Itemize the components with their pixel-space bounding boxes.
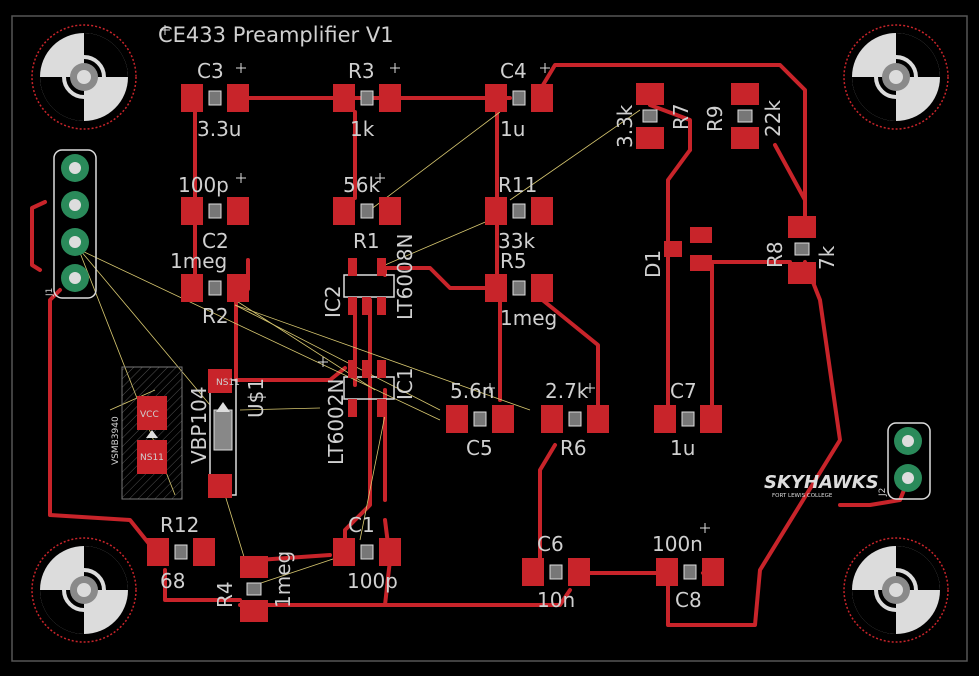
r9-value: 22k [761, 100, 785, 137]
r6-ref: R6 [560, 436, 587, 460]
c1-value: 100p [347, 569, 398, 593]
c4-value: 1u [500, 117, 525, 141]
sensor-name-label: VSMB3940 [111, 416, 121, 465]
j2-ref: J2 [878, 488, 888, 497]
r12-value: 68 [160, 569, 185, 593]
c2-value: 100p [178, 173, 229, 197]
r3-ref: R3 [348, 59, 375, 83]
c1-ref: C1 [348, 513, 375, 537]
d1-ref: D1 [641, 250, 665, 278]
r11-value: 33k [498, 229, 535, 253]
board-title: CE433 Preamplifier V1 [158, 23, 394, 47]
r3-value: 1k [350, 117, 375, 141]
ic2-package [343, 258, 395, 315]
c8-value: 100n [652, 532, 703, 556]
sensor-vcc-pin: VCC [140, 410, 159, 420]
us1-ref: U$1 [244, 378, 268, 418]
sensor-ns-pin: NS11 [140, 453, 164, 463]
r5-value: 1meg [500, 306, 557, 330]
c4-ref: C4 [500, 59, 527, 83]
origin-markers [160, 25, 710, 533]
r7-ref: R7 [669, 103, 693, 130]
j1-header: J1 [45, 149, 97, 299]
ic2-ref: IC2 [321, 285, 345, 318]
r8-value: 7k [815, 245, 839, 270]
c2-ref: C2 [202, 229, 229, 253]
r4-ref: R4 [213, 581, 237, 608]
skyhawks-logo: SKYHAWKS FORT LEWIS COLLEGE [764, 472, 879, 499]
c6-ref: C6 [537, 532, 564, 556]
r11-ref: R11 [498, 173, 537, 197]
c5-value: 5.6n [450, 379, 494, 403]
ic1-package [343, 360, 395, 417]
r2-value: 1meg [170, 249, 227, 273]
c3-value: 3.3u [197, 117, 241, 141]
mounting-hole-bottom-left [31, 537, 137, 643]
smd-pads [147, 83, 816, 622]
ic1-ref: IC1 [393, 367, 417, 400]
r6-value: 2.7k [545, 379, 589, 403]
mounting-hole-top-right [843, 24, 949, 130]
component-bodies [174, 90, 810, 596]
logo-subtext: FORT LEWIS COLLEGE [772, 493, 833, 499]
c6-value: 10n [537, 588, 575, 612]
vsmb3940-sensor: VCC NS11 VSMB3940 [111, 366, 183, 500]
r7-value: 3.3k [613, 104, 637, 148]
component-labels: C3 3.3u R3 1k C4 1u 100p C2 56k R1 R11 3… [160, 59, 703, 612]
r5-ref: R5 [500, 249, 527, 273]
r1-ref: R1 [353, 229, 380, 253]
us1-package: NS11 [208, 369, 240, 498]
ic2-value: LT6008N [393, 234, 417, 320]
us1-pin-a-label: NS11 [216, 378, 240, 388]
logo-text: SKYHAWKS [764, 472, 879, 493]
c5-ref: C5 [466, 436, 493, 460]
r4-value: 1meg [271, 551, 295, 608]
mounting-hole-bottom-right [843, 537, 949, 643]
r2-ref: R2 [202, 304, 229, 328]
r9-ref: R9 [703, 105, 727, 132]
c7-ref: C7 [670, 379, 697, 403]
j1-ref: J1 [45, 288, 55, 297]
r1-value: 56k [343, 173, 380, 197]
c8-ref: C8 [675, 588, 702, 612]
board-outline [11, 15, 968, 662]
c7-value: 1u [670, 436, 695, 460]
r12-ref: R12 [160, 513, 199, 537]
c3-ref: C3 [197, 59, 224, 83]
mounting-hole-top-left [31, 24, 137, 130]
rotated-labels: 3.3k R7 R9 22k R8 7k D1 IC2 LT6008N IC1 … [187, 100, 839, 608]
ic1-value: LT6002N [324, 379, 348, 465]
r8-ref: R8 [763, 241, 787, 268]
us1-value: VBP104 [187, 386, 211, 464]
j2-header: J2 [878, 422, 931, 500]
